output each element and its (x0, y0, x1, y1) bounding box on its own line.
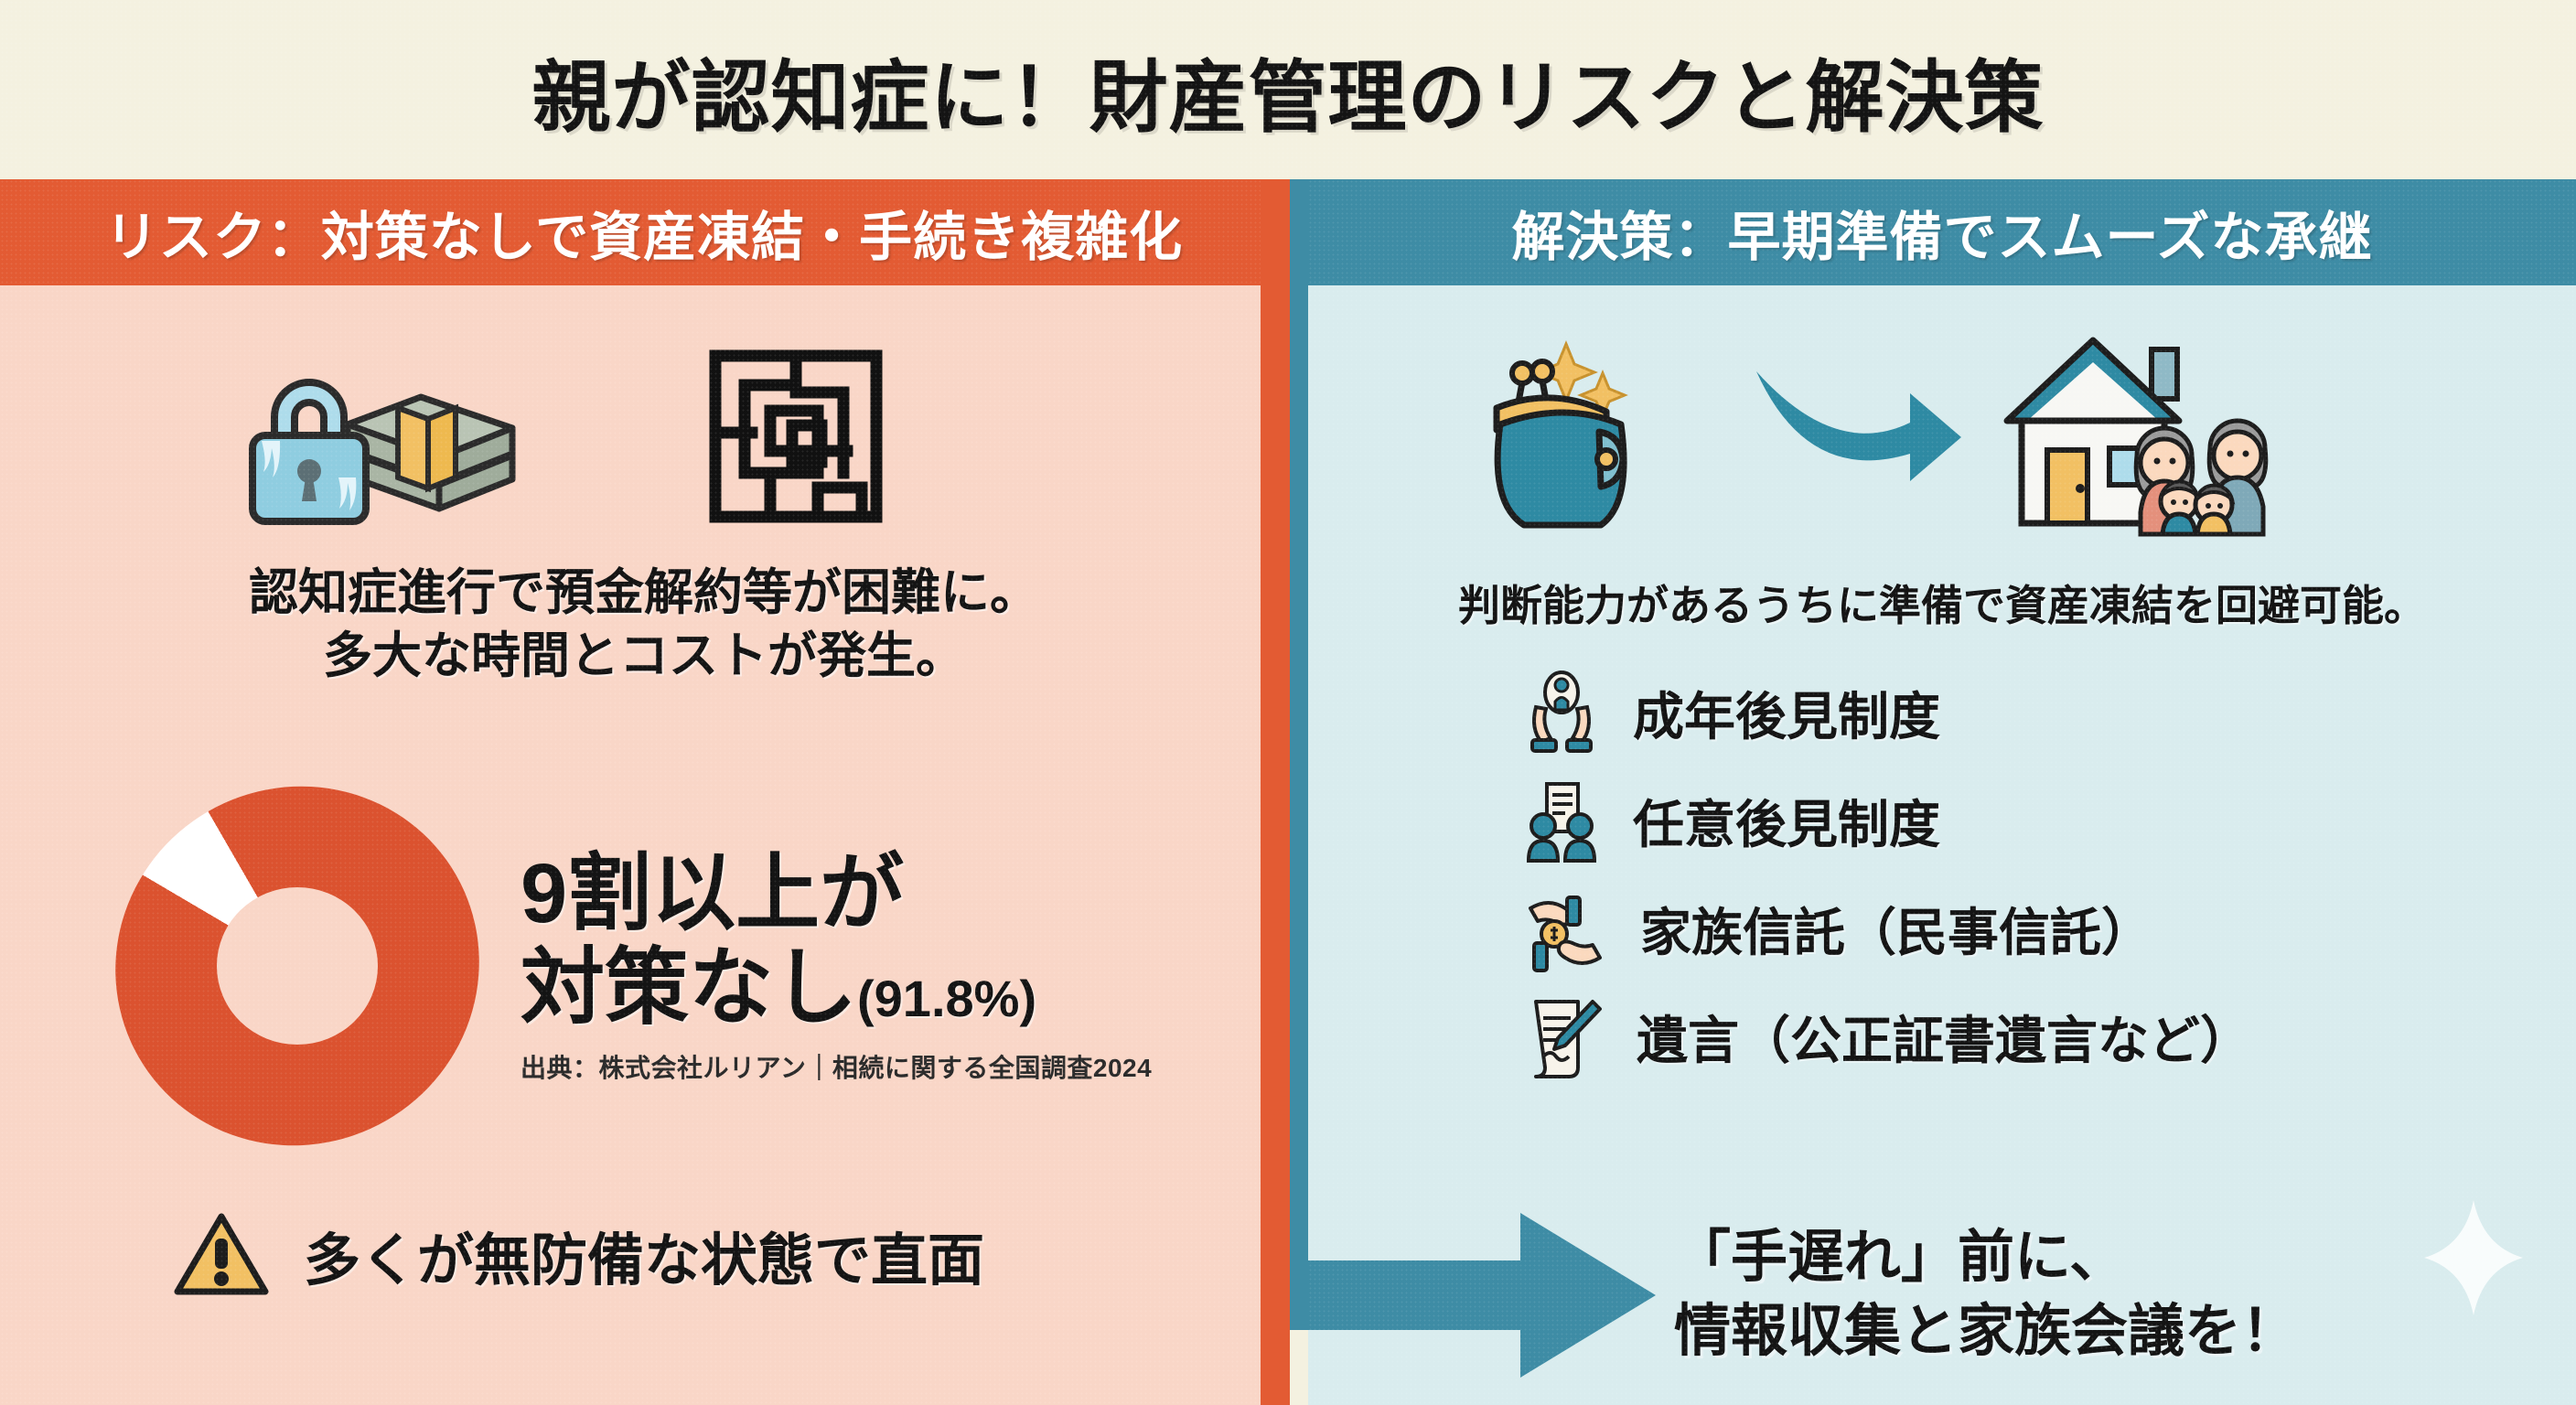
risk-warning-row: 多くが無防備な状態で直面 (174, 1211, 984, 1299)
contract-two-people-icon (1523, 778, 1600, 863)
risk-warning-label: 多くが無防備な状態で直面 (304, 1229, 985, 1292)
list-item[interactable]: 任意後見制度 (1523, 770, 2548, 871)
cta-line-2: 情報収集と家族会議を！ (1674, 1300, 2299, 1363)
measure-label: 任意後見制度 (1633, 795, 1940, 853)
risk-stat-text: 9割以上が 対策なし(91.8%) 出典：株式会社ルリアン｜相続に関する全国調査… (521, 847, 1288, 1085)
risk-icon-row (210, 340, 1079, 532)
list-item[interactable]: 成年後見制度 (1523, 662, 2548, 763)
solution-body-line: 判断能力があるうちに準備で資産凍結を回避可能。 (1458, 582, 2426, 629)
stat-headline-2-label: 対策なし (521, 941, 858, 1035)
sparkle-icon (2422, 1198, 2525, 1317)
cta-text-block: 「手遅れ」前に、 情報収集と家族会議を！ (1674, 1221, 2298, 1368)
guardianship-hands-icon (1523, 670, 1600, 755)
cta-line-1: 「手遅れ」前に、 (1674, 1226, 2127, 1290)
risk-panel: リスク：対策なしで資産凍結・手続き複雑化 (0, 179, 1288, 1405)
risk-body-line-1: 認知症進行で預金解約等が困難に。 (249, 565, 1039, 620)
risk-body: 認知症進行で預金解約等が困難に。 多大な時間とコストが発生。 (0, 562, 1288, 688)
stat-headline-1: 9割以上が (521, 846, 905, 940)
no-measures-donut-chart (49, 720, 545, 1212)
coin-purse-icon (1482, 333, 1756, 534)
donut-hole (217, 887, 378, 1045)
risk-header-label: リスク：対策なしで資産凍結・手続き複雑化 (104, 208, 1184, 267)
measure-label: 家族信託（民事信託） (1640, 903, 2152, 961)
measure-label: 遺言（公正証書遺言など） (1637, 1011, 2251, 1069)
solution-measure-list: 成年後見制度 任意後見制度 (1523, 662, 2548, 1087)
title-bar: 親が認知症に！財産管理のリスクと解決策 (0, 0, 2576, 179)
risk-body-line-2: 多大な時間とコストが発生。 (323, 628, 965, 684)
list-item[interactable]: 家族信託（民事信託） (1523, 878, 2548, 979)
stat-headline-2: 対策なし(91.8%) (521, 941, 1288, 1035)
solution-body: 判断能力があるうちに準備で資産凍結を回避可能。 (1308, 573, 2576, 633)
page-title: 親が認知症に！財産管理のリスクと解決策 (531, 53, 2045, 142)
maze-icon (704, 345, 887, 528)
risk-section-header: リスク：対策なしで資産凍結・手続き複雑化 (0, 179, 1288, 285)
house-family-icon (1980, 333, 2281, 537)
solution-cta: 「手遅れ」前に、 情報収集と家族会議を！ (1308, 1185, 2576, 1405)
warning-triangle-icon (174, 1211, 269, 1299)
solution-section-header: 解決策：早期準備でスムーズな承継 (1308, 179, 2576, 285)
divider-strip-solution (1290, 179, 1310, 1330)
solution-header-label: 解決策：早期準備でスムーズな承継 (1511, 208, 2373, 267)
hands-coin-trust-icon (1523, 886, 1607, 972)
list-item[interactable]: 遺言（公正証書遺言など） (1523, 986, 2548, 1087)
stat-source-citation: 出典：株式会社ルリアン｜相続に関する全国調査2024 (521, 1054, 1153, 1083)
frozen-lock-money-icon (210, 340, 540, 532)
will-document-pen-icon (1523, 994, 1604, 1078)
measure-label: 成年後見制度 (1633, 687, 1940, 745)
divider-strip-risk (1261, 179, 1290, 1405)
stat-percent: (91.8%) (857, 970, 1037, 1027)
risk-stat-row: 9割以上が 対策なし(91.8%) 出典：株式会社ルリアン｜相続に関する全国調査… (0, 720, 1288, 1212)
solution-panel: 解決策：早期準備でスムーズな承継 (1308, 179, 2576, 1405)
curved-arrow-icon (1740, 351, 1969, 488)
solution-icon-row (1482, 333, 2452, 537)
right-arrow-icon (1308, 1204, 1658, 1387)
